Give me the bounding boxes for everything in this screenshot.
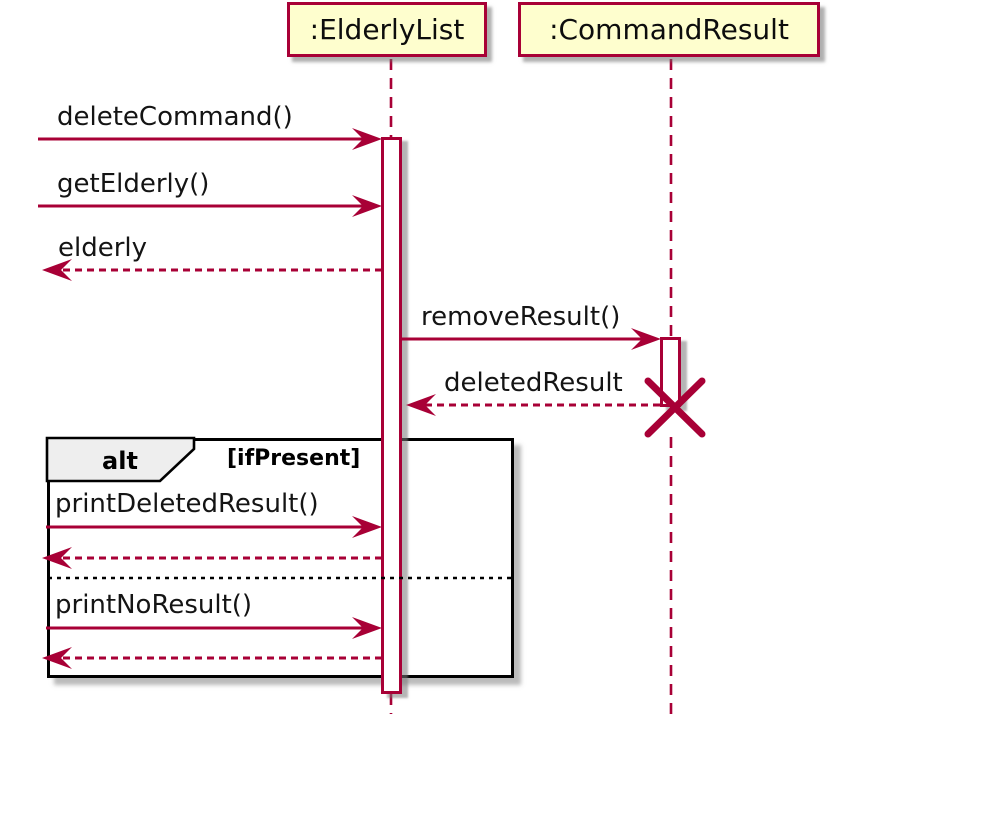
arrowhead-icon: [352, 195, 382, 217]
participant-elderlylist-label: :ElderlyList: [309, 13, 465, 46]
participant-commandresult: :CommandResult: [518, 2, 820, 57]
message-label-printdeletedresult: printDeletedResult(): [55, 489, 319, 519]
activation-elderlylist: [381, 137, 402, 694]
message-label-getelderly: getElderly(): [57, 169, 210, 199]
alt-operator-label: alt: [102, 447, 138, 475]
message-label-deletecommand: deleteCommand(): [57, 102, 293, 132]
message-label-printnoresult: printNoResult(): [55, 590, 253, 620]
message-label-removeresult: removeResult(): [421, 302, 621, 332]
participant-elderlylist: :ElderlyList: [287, 2, 487, 57]
arrowhead-icon: [352, 128, 382, 150]
message-label-deletedresult: deletedResult: [444, 368, 623, 398]
alt-guard-label: [ifPresent]: [227, 446, 361, 471]
message-label-elderly: elderly: [58, 233, 148, 263]
arrowhead-icon: [631, 328, 661, 350]
arrowhead-icon: [406, 394, 436, 416]
alt-operator-pentagon: [45, 436, 196, 483]
activation-commandresult: [660, 337, 681, 407]
participant-commandresult-label: :CommandResult: [549, 13, 789, 46]
